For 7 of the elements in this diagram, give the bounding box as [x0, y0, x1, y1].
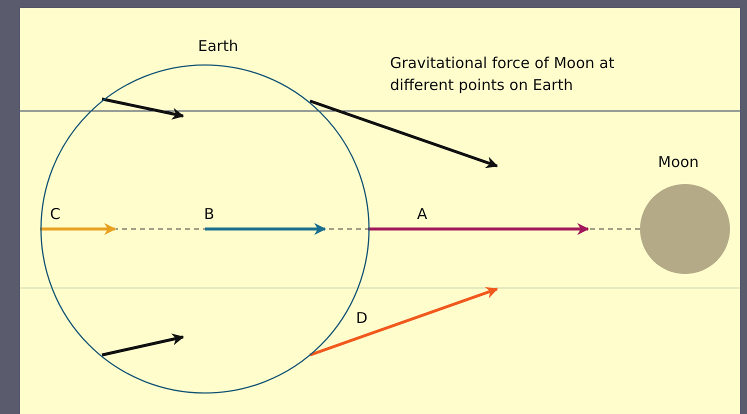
body-label: Earth — [198, 36, 238, 56]
point-label: C — [50, 204, 60, 224]
caption-text: Gravitational force of Moon at different points on Earth — [390, 53, 616, 96]
point-label: B — [204, 204, 214, 224]
point-label: D — [356, 308, 368, 328]
point-label: A — [417, 204, 428, 224]
body-label: Moon — [658, 152, 699, 172]
